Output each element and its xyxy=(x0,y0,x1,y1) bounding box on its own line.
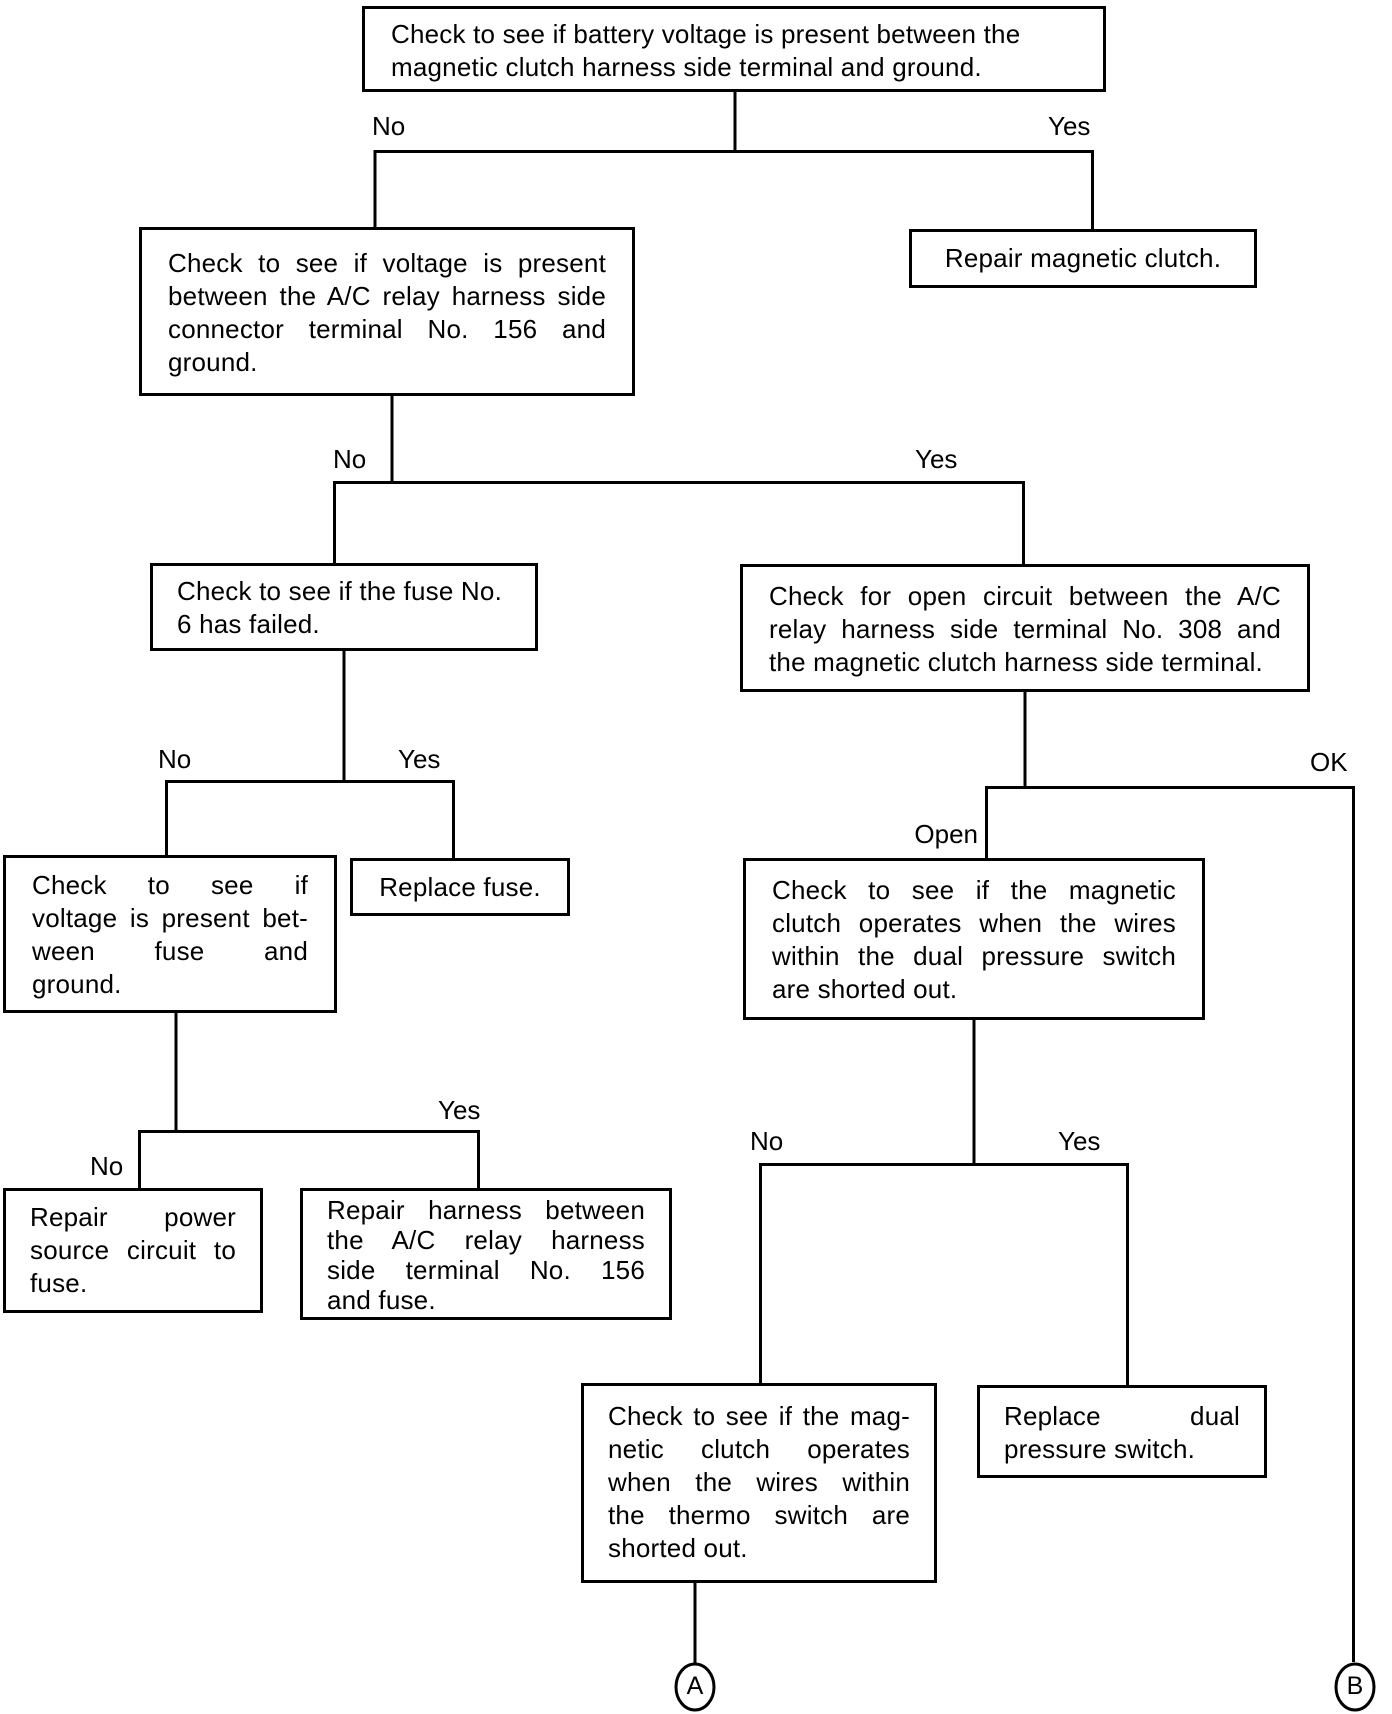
connector-b-label: B xyxy=(1346,1672,1364,1700)
flow-line-fuse-branch xyxy=(165,780,455,858)
branch-label-yes-fuse: Yes xyxy=(398,744,441,774)
branch-label-yes-fuse-voltage: Yes xyxy=(438,1095,481,1125)
connector-b-circle xyxy=(1334,1662,1376,1712)
branch-label-open: Open xyxy=(914,819,978,849)
decision-box-thermo-switch: Check to see if the mag-netic clutch ope… xyxy=(581,1383,937,1583)
box-text-line: between the A/C relay harness side xyxy=(168,281,606,311)
box-text-line: pressure switch. xyxy=(1004,1434,1196,1464)
connector-a-circle xyxy=(674,1662,716,1712)
connector-a-label: A xyxy=(686,1672,704,1700)
box-text-line: Check to see if the magnetic xyxy=(772,875,1176,905)
box-text-line: voltage is present bet- xyxy=(32,903,308,933)
box-text-line: fuse. xyxy=(30,1268,88,1298)
branch-label-yes-battery: Yes xyxy=(1048,111,1091,141)
branch-label-no-dual: No xyxy=(750,1126,784,1156)
box-text-line: connector terminal No. 156 and xyxy=(168,314,606,344)
box-text-line: ween fuse and xyxy=(32,936,308,966)
box-text-line: Replace dual xyxy=(1004,1401,1240,1431)
branch-label-no-relay: No xyxy=(333,444,367,474)
box-text-line: Repair power xyxy=(30,1202,236,1232)
box-text-line: Check to see if battery voltage is prese… xyxy=(391,19,1021,49)
box-text-line: magnetic clutch harness side terminal an… xyxy=(391,52,982,82)
box-text-line: the magnetic clutch harness side termina… xyxy=(769,647,1263,677)
branch-label-no-fuse: No xyxy=(158,744,192,774)
flow-line-relay-branch xyxy=(333,481,1025,564)
box-text-line: when the wires within xyxy=(608,1467,910,1497)
box-text-line: Check to see if the fuse No. xyxy=(177,576,502,606)
box-text-line: the A/C relay harness xyxy=(327,1225,645,1255)
box-text-line: 6 has failed. xyxy=(177,609,320,639)
box-text-line: relay harness side terminal No. 308 and xyxy=(769,614,1281,644)
flow-line-dual-branch xyxy=(759,1163,1129,1385)
box-text-line: side terminal No. 156 xyxy=(327,1255,645,1285)
box-text-line: Check for open circuit between the A/C xyxy=(769,581,1281,611)
box-text-line: within the dual pressure switch xyxy=(772,941,1176,971)
box-text-line: are shorted out. xyxy=(772,974,958,1004)
box-text-line: and fuse. xyxy=(327,1285,436,1315)
box-text-line: Check to see if xyxy=(32,870,308,900)
flow-line-open-ok-branch xyxy=(985,786,1355,1662)
box-text-line: the thermo switch are xyxy=(608,1500,910,1530)
box-text-line: Check to see if the mag- xyxy=(608,1401,910,1431)
box-text-line: shorted out. xyxy=(608,1533,748,1563)
branch-label-ok: OK xyxy=(1310,747,1348,777)
flow-line-battery-branch xyxy=(373,150,1094,231)
branch-label-yes-relay: Yes xyxy=(915,444,958,474)
branch-label-yes-dual: Yes xyxy=(1058,1126,1101,1156)
branch-label-no-fuse-voltage: No xyxy=(90,1151,124,1181)
action-box-repair-magnetic-clutch: Repair magnetic clutch. xyxy=(909,229,1257,288)
decision-box-battery-voltage: Check to see if battery voltage is prese… xyxy=(362,6,1106,92)
action-box-replace-fuse: Replace fuse. xyxy=(350,858,570,916)
box-text-line: ground. xyxy=(168,347,258,377)
box-text-line: Repair harness between xyxy=(327,1195,645,1225)
flow-line-fuse-voltage-branch xyxy=(138,1130,480,1188)
box-text-line: Check to see if voltage is present xyxy=(168,248,606,278)
box-text-line: source circuit to xyxy=(30,1235,236,1265)
box-text-line: clutch operates when the wires xyxy=(772,908,1176,938)
box-text-line: netic clutch operates xyxy=(608,1434,910,1464)
box-text-line: ground. xyxy=(32,969,122,999)
branch-label-no-battery: No xyxy=(372,111,406,141)
decision-box-fuse-failed: Check to see if the fuse No.6 has failed… xyxy=(150,563,538,651)
